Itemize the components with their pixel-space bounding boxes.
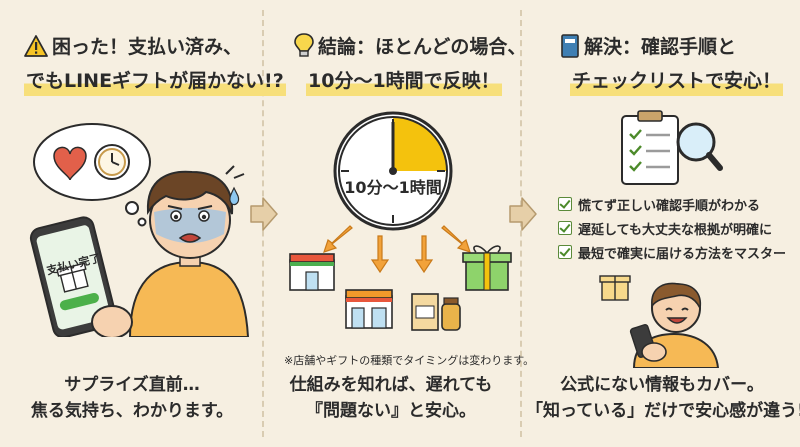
trouble-heading-2: でもLINEギフトが届かない!? — [24, 66, 286, 96]
trouble-heading-line1: 困った！支払い済み、 — [52, 36, 243, 58]
divider-right — [520, 10, 522, 437]
gift-icon — [56, 262, 89, 293]
panel-conclusion: 結論：ほとんどの場合、 10分〜1時間で反映！ 10分〜1時間 — [262, 0, 534, 447]
conclusion-footer-line1: 仕組みを知れば、遅れても — [289, 375, 493, 395]
checklist-item: 慌てず正しい確認手順がわかる — [558, 193, 786, 215]
solution-heading-line2: チェックリストで安心！ — [570, 66, 784, 96]
solution-footer-line1: 公式にない情報もカバー。 — [560, 375, 764, 395]
checklist-item: 遅延しても大丈夫な根拠が明確に — [558, 217, 786, 239]
branch-arrows — [323, 225, 471, 274]
solution-footer-line2: 「知っている」だけで安心感が違う! — [526, 401, 800, 421]
happy-person-illustration — [599, 275, 720, 368]
heart-icon — [53, 146, 87, 181]
solution-heading: 解決：確認手順と — [584, 32, 736, 62]
alarm-clock-icon — [94, 144, 130, 180]
trouble-footer-line2: 焦る気持ち、わかります。 — [30, 401, 234, 421]
checklist-item-text: 遅延しても大丈夫な根拠が明確に — [578, 222, 772, 238]
sweat-drop-icon — [229, 186, 240, 206]
person-hair — [146, 170, 234, 216]
clock-label: 10分〜1時間 — [344, 178, 442, 197]
conclusion-heading: 結論：ほとんどの場合、 — [318, 32, 526, 62]
conclusion-footer-line2: 『問題ない』と安心。 — [306, 401, 476, 421]
trouble-heading: 困った！支払い済み、 — [52, 32, 242, 62]
checkbox-icon — [558, 221, 572, 235]
phone-ok-button — [59, 292, 99, 311]
checklist-item: 最短で確実に届ける方法をマスター — [558, 241, 786, 263]
book-icon — [561, 34, 579, 58]
gift-box-icon — [462, 245, 512, 291]
conclusion-footer: 仕組みを知れば、遅れても 『問題ない』と安心。 — [276, 372, 506, 424]
solution-footer: 公式にない情報もカバー。 「知っている」だけで安心感が違う! — [526, 372, 800, 424]
solution-heading-line1: 解決：確認手順と — [584, 36, 737, 58]
solution-heading-2: チェックリストで安心！ — [570, 66, 784, 96]
conclusion-note: ※店舗やギフトの種類でタイミングは変わります。 — [284, 354, 535, 367]
checkbox-icon — [558, 245, 572, 259]
lightbulb-icon — [294, 33, 314, 57]
benefit-checklist: 慌てず正しい確認手順がわかる 遅延しても大丈夫な根拠が明確に 最短で確実に届ける… — [558, 193, 786, 265]
conclusion-heading-2: 10分〜1時間で反映！ — [306, 66, 502, 96]
smartphone — [29, 216, 117, 337]
warning-icon — [24, 35, 48, 57]
trouble-footer: サプライズ直前… 焦る気持ち、わかります。 — [16, 372, 248, 424]
panel-trouble: 困った！支払い済み、 でもLINEギフトが届かない!? — [0, 0, 286, 447]
trouble-footer-line1: サプライズ直前… — [64, 375, 200, 395]
conclusion-heading-line2: 10分〜1時間で反映！ — [306, 66, 502, 96]
clock-illustration — [333, 111, 453, 231]
thought-bubble — [33, 123, 151, 227]
clock-wedge — [393, 117, 447, 171]
worried-person-illustration — [29, 123, 250, 337]
gift-products-icon — [411, 293, 461, 331]
person-body — [128, 260, 250, 337]
arrow-right-icon — [250, 197, 278, 231]
conclusion-heading-line1: 結論：ほとんどの場合、 — [318, 36, 527, 58]
trouble-heading-line2: でもLINEギフトが届かない!? — [24, 66, 286, 96]
convenience-store-icon-2 — [345, 289, 393, 329]
panel-solution: 解決：確認手順と チェックリストで安心！ 慌てず正しい確認手順がわかる 遅延して… — [520, 0, 800, 447]
checklist-item-text: 慌てず正しい確認手順がわかる — [578, 198, 761, 214]
convenience-store-icon — [289, 253, 335, 291]
checkbox-icon — [558, 197, 572, 211]
clipboard-magnifier-icon — [621, 110, 723, 185]
checklist-item-text: 最短で確実に届ける方法をマスター — [578, 246, 787, 262]
arrow-right-icon-2 — [509, 197, 537, 231]
